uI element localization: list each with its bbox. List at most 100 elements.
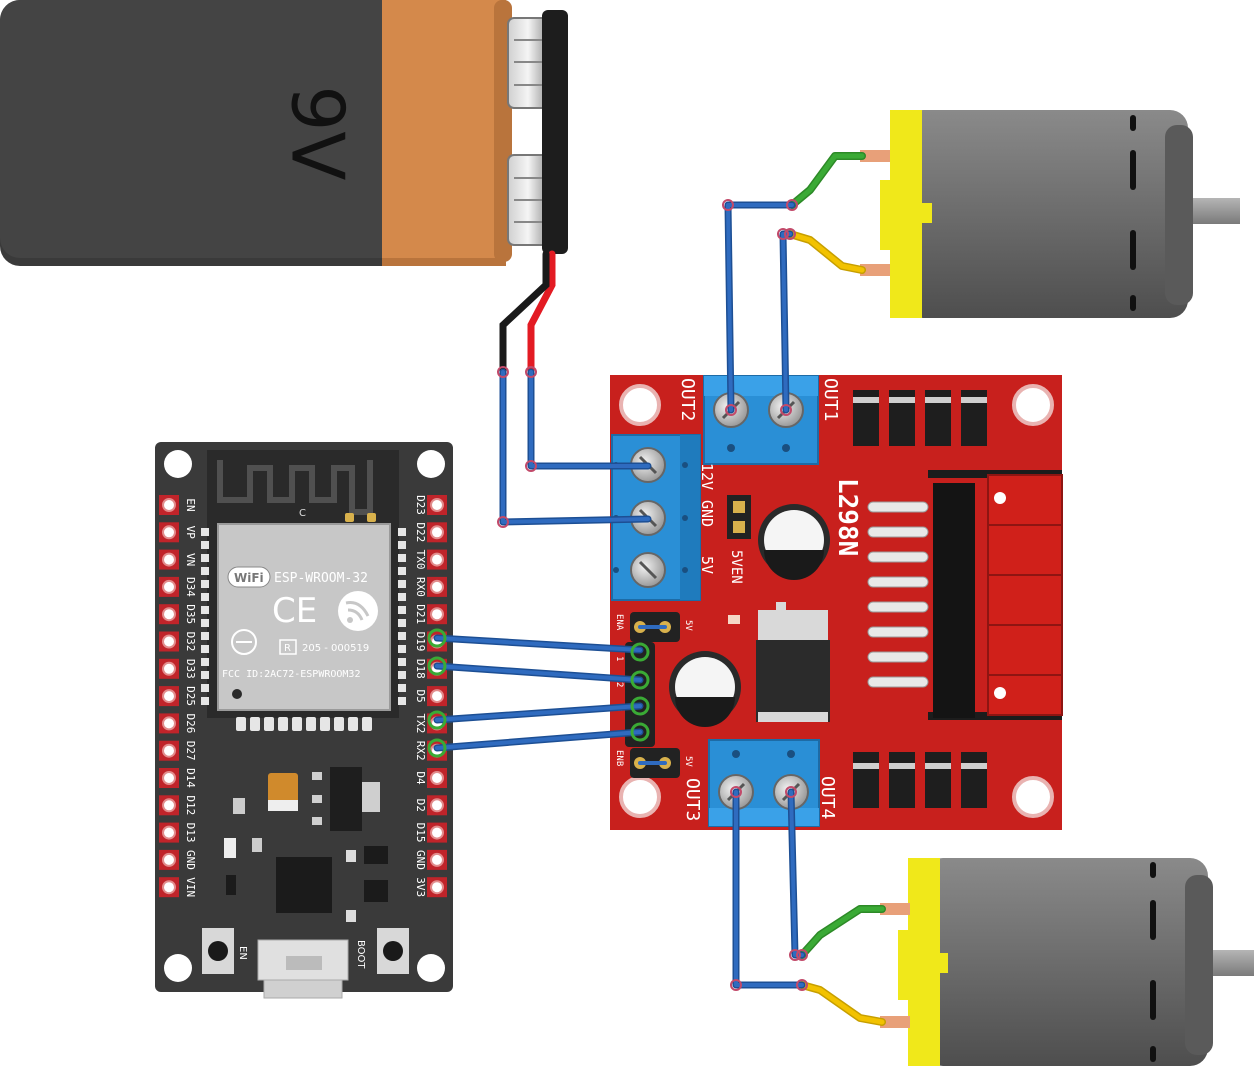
motor-bottom — [880, 858, 1254, 1066]
pin-left-vp[interactable]: VP — [159, 522, 197, 543]
pin-label-right-gnd: GND — [414, 850, 427, 870]
en-button[interactable] — [202, 928, 234, 974]
label-out4: OUT4 — [817, 776, 838, 819]
battery-leads — [499, 250, 556, 376]
pin-label-left-d14: D14 — [184, 768, 197, 788]
pin-label-left-d12: D12 — [184, 795, 197, 815]
label-5ven: 5VEN — [728, 550, 744, 584]
pin-right-d5[interactable]: D5 — [414, 686, 447, 707]
capacitor-top — [758, 504, 830, 580]
l298n-chip — [867, 483, 975, 718]
terminal-out1-out2 — [703, 375, 819, 465]
module-name: ESP-WROOM-32 — [274, 571, 368, 586]
pin-left-gnd[interactable]: GND — [159, 849, 197, 870]
pin-right-d2[interactable]: D2 — [414, 795, 447, 816]
motor-top — [860, 110, 1240, 318]
antenna-mark: C — [299, 508, 306, 519]
chip-label: L298N — [832, 478, 862, 556]
pin-left-d33[interactable]: D33 — [159, 658, 197, 679]
pin-label-right-d22: D22 — [414, 522, 427, 542]
pin-label-right-d23: D23 — [414, 495, 427, 515]
pin-right-d4[interactable]: D4 — [414, 768, 447, 788]
pin-label-right-tx2: TX2 — [414, 713, 427, 733]
ce-mark: CE — [272, 591, 317, 631]
battery-label: 9V — [275, 85, 359, 180]
pin-label-right-3v3: 3V3 — [414, 877, 427, 897]
pin-left-d13[interactable]: D13 — [159, 822, 197, 843]
label-out2: OUT2 — [677, 378, 698, 421]
pin-label-right-d15: D15 — [414, 823, 427, 843]
label-out1: OUT1 — [820, 378, 841, 421]
pin-left-d27[interactable]: D27 — [159, 740, 197, 761]
label-ena: ENA — [614, 614, 624, 631]
pin-right-rx0[interactable]: RX0 — [414, 576, 447, 597]
label-12v: 12V — [698, 463, 716, 490]
diodes-bottom — [853, 752, 987, 808]
pin-label-left-vp: VP — [184, 526, 197, 540]
cert-r: R — [284, 643, 291, 654]
pin-right-gnd[interactable]: GND — [414, 849, 447, 870]
battery-snap-connector — [507, 10, 568, 254]
fcc-id: FCC ID:2AC72-ESPWROOM32 — [222, 669, 360, 680]
pin-label-left-d13: D13 — [184, 823, 197, 843]
pin-label-right-d18: D18 — [414, 659, 427, 679]
pin-left-d35[interactable]: D35 — [159, 604, 197, 625]
pin-label-left-d32: D32 — [184, 632, 197, 652]
label-5v: 5V — [698, 556, 716, 574]
certification-icon — [231, 629, 257, 655]
pin-left-en[interactable]: EN — [159, 495, 197, 515]
pin-left-d26[interactable]: D26 — [159, 713, 197, 734]
pin-label-right-d5: D5 — [414, 689, 427, 702]
label-in1: 1 — [614, 656, 624, 661]
pin-right-d15[interactable]: D15 — [414, 822, 447, 843]
pin-left-d34[interactable]: D34 — [159, 576, 197, 597]
pin-label-left-vin: VIN — [184, 877, 197, 897]
label-5v-logic-top: 5V — [683, 620, 693, 631]
pin-left-d14[interactable]: D14 — [159, 768, 197, 788]
pin-label-left-en: EN — [184, 498, 197, 511]
pin-right-tx0[interactable]: TX0 — [414, 549, 447, 570]
cert-r-box — [279, 639, 297, 655]
pin-label-right-rx0: RX0 — [414, 577, 427, 597]
micro-usb-port — [257, 939, 349, 999]
boot-button[interactable] — [377, 928, 409, 974]
voltage-regulator — [756, 602, 830, 722]
pin-right-3v3[interactable]: 3V3 — [414, 877, 447, 898]
pin-label-right-d2: D2 — [414, 799, 427, 812]
pin-right-d23[interactable]: D23 — [414, 495, 447, 515]
label-enb: ENB — [614, 750, 624, 766]
module-pads — [201, 528, 406, 731]
pin-left-d25[interactable]: D25 — [159, 686, 197, 707]
pin-label-left-d25: D25 — [184, 686, 197, 706]
power-led — [728, 615, 740, 624]
pin-right-d22[interactable]: D22 — [414, 522, 447, 543]
jumper-5ven — [727, 495, 751, 539]
pin-label-right-rx2: RX2 — [414, 741, 427, 761]
pin-label-right-d19: D19 — [414, 632, 427, 652]
pin-right-d21[interactable]: D21 — [414, 604, 447, 625]
esp-wroom-module — [207, 513, 399, 718]
wires — [427, 152, 886, 1026]
antenna: C — [207, 450, 399, 522]
diodes-top — [853, 390, 987, 446]
pin-label-right-d4: D4 — [414, 771, 427, 785]
pin-label-left-d34: D34 — [184, 577, 197, 597]
pin-left-d12[interactable]: D12 — [159, 795, 197, 816]
label-out3: OUT3 — [682, 778, 703, 821]
pin-label-right-d21: D21 — [414, 604, 427, 624]
label-in2: 2 — [614, 682, 624, 687]
boot-button-label: BOOT — [355, 940, 366, 969]
pin-left-d32[interactable]: D32 — [159, 631, 197, 652]
wifi-logo: WiFi — [227, 566, 271, 588]
esp32-devkit-board: C WiFi ESP-WROOM-32 CE R 205 - 000519 FC… — [155, 442, 453, 999]
capacitor-bottom — [669, 651, 741, 727]
cert-number: 205 - 000519 — [302, 643, 369, 654]
pin-left-vn[interactable]: VN — [159, 549, 197, 570]
label-5v-logic-bottom: 5V — [683, 756, 693, 767]
pin-label-left-d33: D33 — [184, 659, 197, 679]
pin-left-vin[interactable]: VIN — [159, 877, 197, 898]
esp32-components — [224, 767, 388, 922]
